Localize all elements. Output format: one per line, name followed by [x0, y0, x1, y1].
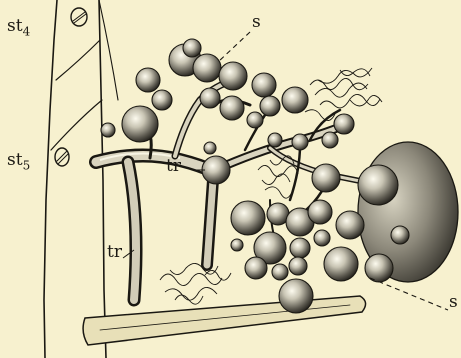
label-st5-sub: 5 — [23, 158, 31, 172]
label-st5-base: st — [7, 150, 23, 170]
label-tr-lower: tr — [107, 244, 122, 261]
stem — [44, 0, 118, 358]
label-st4-base: st — [7, 16, 23, 36]
label-st4: st4 — [7, 18, 30, 37]
tracheoles-upper-right — [305, 68, 382, 121]
label-st4-sub: 4 — [23, 24, 31, 38]
spheres — [101, 39, 409, 313]
label-s-top: s — [252, 14, 261, 31]
tracheoles-bottom — [160, 263, 231, 304]
label-st5: st5 — [7, 152, 30, 171]
base-ledge — [83, 296, 365, 345]
leader-line-s-top — [218, 32, 250, 62]
leader-line-s-right — [370, 278, 448, 310]
label-tr-upper: tr — [166, 158, 181, 175]
stoma-lower — [55, 148, 69, 166]
label-s-right: s — [449, 294, 458, 311]
stoma-upper — [71, 8, 87, 26]
